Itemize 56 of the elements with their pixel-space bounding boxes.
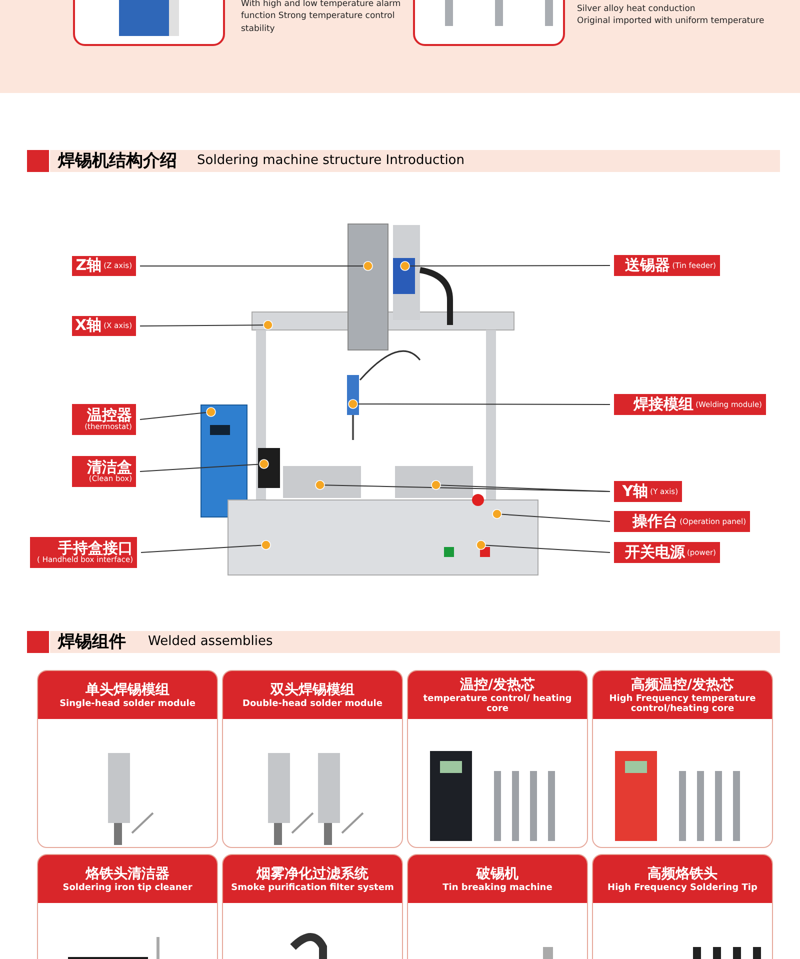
card-title: 高频烙铁头 xyxy=(648,864,718,883)
leader-line xyxy=(140,407,216,420)
callout-title: 清洁盒 xyxy=(87,460,132,476)
leader-line xyxy=(400,261,610,271)
callout-label xyxy=(614,542,720,563)
callout-title: Y轴 xyxy=(622,484,648,500)
card-title: 烟雾净化过滤系统 xyxy=(256,864,368,883)
card-subtitle: Single-head solder module xyxy=(60,698,196,710)
card-title: 双头焊锡模组 xyxy=(270,680,354,699)
feature-text: Original imported with uniform temperature xyxy=(577,15,766,28)
callout-label xyxy=(72,256,136,276)
callout-label xyxy=(614,511,750,532)
leader-line xyxy=(140,261,373,271)
callout-title: Z轴 xyxy=(76,258,102,274)
section-subtitle: Welded assemblies xyxy=(148,634,273,649)
section-title: 焊锡机结构介绍 xyxy=(58,150,177,172)
callout-title: 送锡器 xyxy=(625,258,670,274)
card-subtitle: High Frequency Soldering Tip xyxy=(608,882,758,894)
card-title: 高频温控/发热芯 xyxy=(630,676,734,694)
callout-title: 手持盒接口 xyxy=(58,540,133,556)
section-title: 焊锡组件 xyxy=(58,631,126,653)
callout-title: 开关电源 xyxy=(624,544,685,560)
callout-label xyxy=(614,481,682,502)
leader-line xyxy=(492,509,610,522)
card-subtitle: High Frequency temperature control/heating core xyxy=(608,694,757,714)
card-title: 破锡机 xyxy=(476,864,518,883)
leader-line xyxy=(476,540,610,553)
callout-label xyxy=(614,255,720,276)
product-card xyxy=(37,670,218,848)
callout-label xyxy=(72,456,136,487)
callout-label xyxy=(72,316,136,336)
section-subtitle: Soldering machine structure Introduction xyxy=(197,153,464,168)
callout-title: 温控器 xyxy=(87,408,132,424)
callout-label xyxy=(30,537,137,568)
callout-label xyxy=(614,394,766,415)
callout-label xyxy=(72,404,136,435)
callout-title: X轴 xyxy=(75,318,102,334)
feature-text: Silver alloy heat conduction xyxy=(577,3,696,16)
card-title: 烙铁头清洁器 xyxy=(86,864,170,883)
card-subtitle: Tin breaking machine xyxy=(442,882,552,894)
leader-line xyxy=(140,459,269,472)
card-subtitle: Double-head solder module xyxy=(242,698,382,710)
leader-line xyxy=(140,320,273,330)
callout-title: 操作台 xyxy=(632,514,678,530)
product-card xyxy=(592,670,773,848)
product-card xyxy=(407,670,588,848)
card-title: 单头焊锡模组 xyxy=(86,680,170,699)
card-subtitle: temperature control/ heating core xyxy=(422,694,573,714)
product-card xyxy=(222,670,403,848)
card-title: 温控/发热芯 xyxy=(460,676,536,694)
leader-line xyxy=(348,399,610,409)
leader-line xyxy=(431,480,610,492)
callout-title: 焊接模组 xyxy=(634,396,694,412)
leader-line xyxy=(140,540,271,553)
card-subtitle: Smoke purification filter system xyxy=(231,882,394,894)
card-subtitle: Soldering iron tip cleaner xyxy=(62,882,192,894)
